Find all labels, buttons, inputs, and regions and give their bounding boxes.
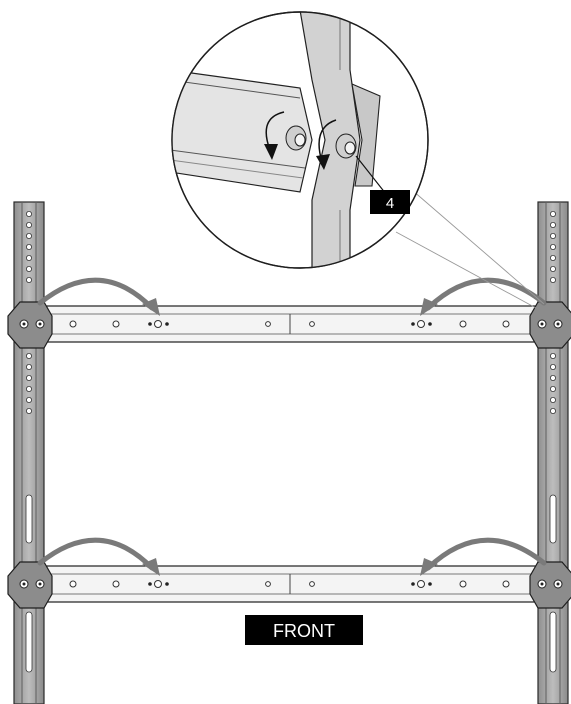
zoom-circle-icon <box>171 11 429 269</box>
upper-crossbar <box>39 305 541 343</box>
front-label: FRONT <box>245 615 363 645</box>
left-upright-post <box>13 201 45 704</box>
right-upright-post <box>537 201 569 704</box>
curved-arrow-head-icon <box>142 298 438 576</box>
lower-crossbar <box>39 565 541 603</box>
corner-bracket-lower-left <box>7 561 53 609</box>
corner-bracket-lower-right <box>529 561 571 609</box>
step-number-badge: 4 <box>370 190 410 214</box>
corner-bracket-upper-left <box>7 301 53 349</box>
rotate-arrow-head-icon <box>264 144 330 170</box>
corner-bracket-upper-right <box>529 301 571 349</box>
front-label-text: FRONT <box>273 621 335 641</box>
step-number-text: 4 <box>386 195 394 212</box>
screw-icon <box>285 125 357 159</box>
callout-leader-lines <box>395 189 545 309</box>
step-pointer-line <box>355 155 387 195</box>
